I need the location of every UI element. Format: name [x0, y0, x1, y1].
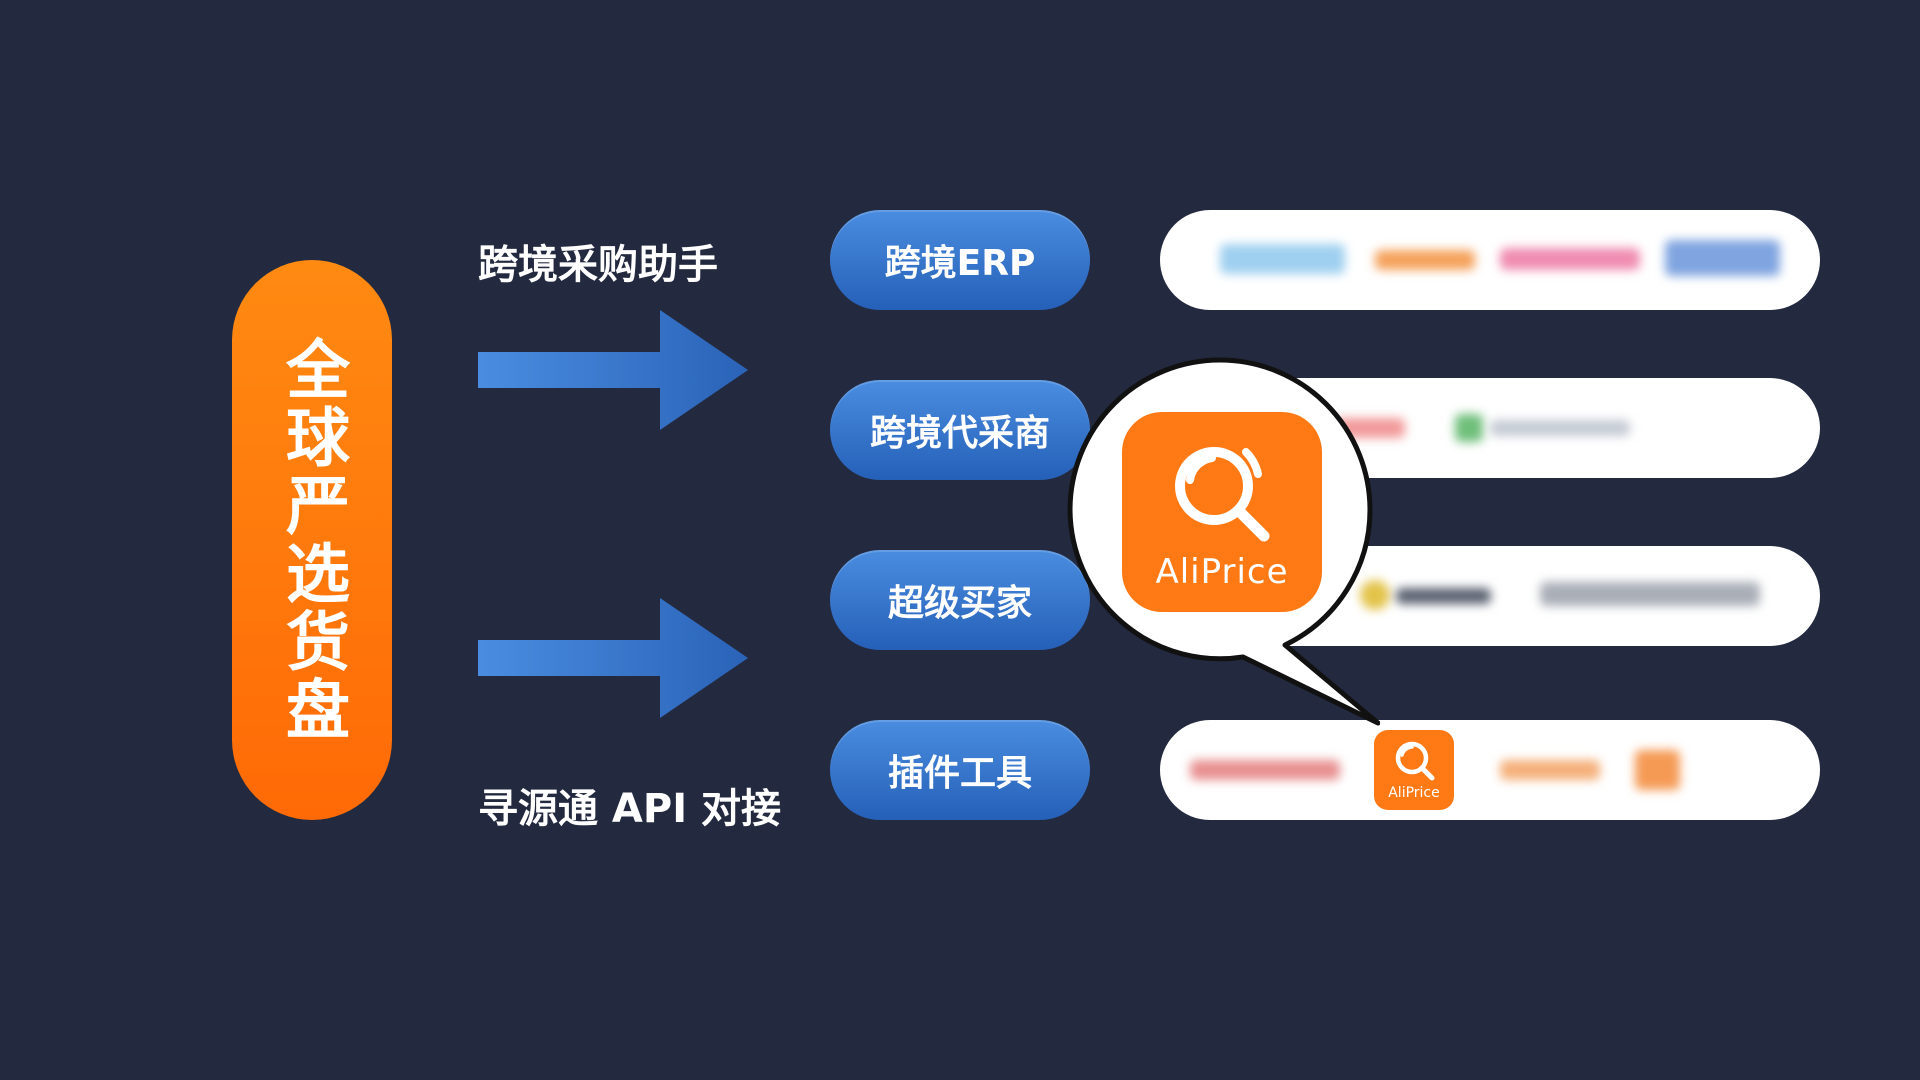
- blurred-logo: [1360, 580, 1390, 610]
- category-plugin-tools: 插件工具: [830, 720, 1090, 820]
- blurred-logo: [1540, 582, 1760, 606]
- magnifier-icon: [1395, 741, 1435, 781]
- aliprice-app-icon: AliPrice: [1122, 412, 1322, 612]
- label-api-integration: 寻源通 API 对接: [478, 786, 782, 832]
- magnifier-icon: [1175, 447, 1270, 542]
- blurred-logo: [1500, 248, 1640, 270]
- blurred-logo: [1500, 760, 1600, 780]
- main-category-pill: 全球严选货盘: [232, 260, 392, 820]
- blurred-logo: [1455, 414, 1483, 442]
- arrow-right-icon: [478, 598, 748, 718]
- category-purchasing-agent: 跨境代采商: [830, 380, 1090, 480]
- category-super-buyer: 超级买家: [830, 550, 1090, 650]
- blurred-logo: [1220, 244, 1345, 274]
- main-title: 全球严选货盘: [275, 336, 349, 744]
- aliprice-app-label: AliPrice: [1155, 552, 1289, 592]
- partner-logo-row-erp: [1160, 210, 1820, 310]
- aliprice-small-icon: AliPrice: [1374, 730, 1454, 810]
- blurred-logo: [1490, 420, 1630, 436]
- blurred-logo: [1635, 750, 1680, 790]
- blurred-logo: [1665, 240, 1780, 276]
- label-purchase-assistant: 跨境采购助手: [478, 242, 718, 288]
- blurred-logo: [1375, 250, 1475, 270]
- partner-logo-row-plugin-tools: [1160, 720, 1820, 820]
- category-erp: 跨境ERP: [830, 210, 1090, 310]
- blurred-logo: [1335, 418, 1405, 438]
- arrow-right-icon: [478, 310, 748, 430]
- blurred-logo: [1396, 588, 1491, 604]
- blurred-logo: [1190, 760, 1340, 780]
- aliprice-small-label: AliPrice: [1388, 785, 1440, 801]
